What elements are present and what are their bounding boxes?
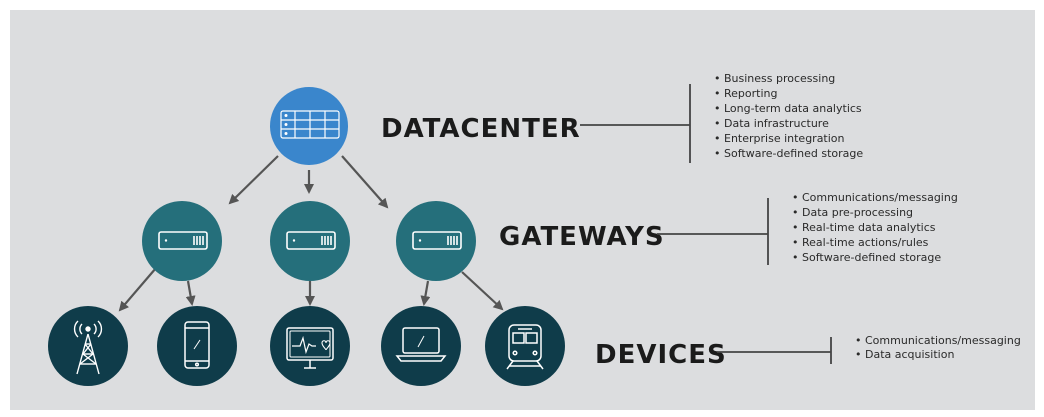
bullet-item: • Communications/messaging <box>855 334 1021 347</box>
bullet-item: • Communications/messaging <box>792 191 958 204</box>
arrow-gateway-3-to-device-4 <box>420 280 431 306</box>
devices-bullet-list: • Communications/messaging • Data acquis… <box>855 334 1021 361</box>
gateway-node-3 <box>396 201 476 281</box>
device-node-laptop <box>381 306 461 386</box>
gateways-label: GATEWAYS <box>499 222 665 252</box>
arrow-datacenter-to-gateway-1 <box>228 155 279 205</box>
gateway-box-icon <box>158 231 208 250</box>
bullet-item: • Data infrastructure <box>714 117 829 130</box>
bullet-item: • Reporting <box>714 87 777 100</box>
arrow-gateway-1-to-device-2 <box>185 280 196 306</box>
datacenter-bullet-list: • Business processing • Reporting • Long… <box>714 72 863 160</box>
laptop-icon <box>395 327 447 362</box>
bullet-item: • Business processing <box>714 72 835 85</box>
arrow-datacenter-to-gateway-3 <box>341 155 389 209</box>
gateway-box-icon <box>286 231 336 250</box>
bullet-item: • Real-time data analytics <box>792 221 936 234</box>
bullet-item: • Data acquisition <box>855 348 954 361</box>
bullet-item: • Data pre-processing <box>792 206 913 219</box>
bullet-item: • Enterprise integration <box>714 132 845 145</box>
device-node-heart-monitor <box>270 306 350 386</box>
devices-label: DEVICES <box>595 340 727 370</box>
heart-monitor-icon <box>286 327 334 369</box>
device-node-cell-tower <box>48 306 128 386</box>
gateway-box-icon <box>412 231 462 250</box>
gateway-node-1 <box>142 201 222 281</box>
cell-tower-icon <box>73 320 103 375</box>
bullet-item: • Software-defined storage <box>792 251 941 264</box>
smartphone-icon <box>184 321 210 369</box>
bullet-item: • Software-defined storage <box>714 147 863 160</box>
datacenter-node <box>270 87 348 165</box>
arrow-gateway-1-to-device-1 <box>118 267 157 312</box>
datacenter-label: DATACENTER <box>381 114 581 144</box>
train-icon <box>506 324 544 370</box>
label-connectors <box>580 84 832 364</box>
server-rack-icon <box>280 110 340 139</box>
gateway-node-2 <box>270 201 350 281</box>
connector-arrows <box>118 155 504 312</box>
device-node-smartphone <box>157 306 237 386</box>
gateways-bullet-list: • Communications/messaging • Data pre-pr… <box>792 191 958 264</box>
bullet-item: • Real-time actions/rules <box>792 236 929 249</box>
bullet-item: • Long-term data analytics <box>714 102 862 115</box>
device-node-train <box>485 306 565 386</box>
arrow-gateway-3-to-device-5 <box>461 271 504 311</box>
